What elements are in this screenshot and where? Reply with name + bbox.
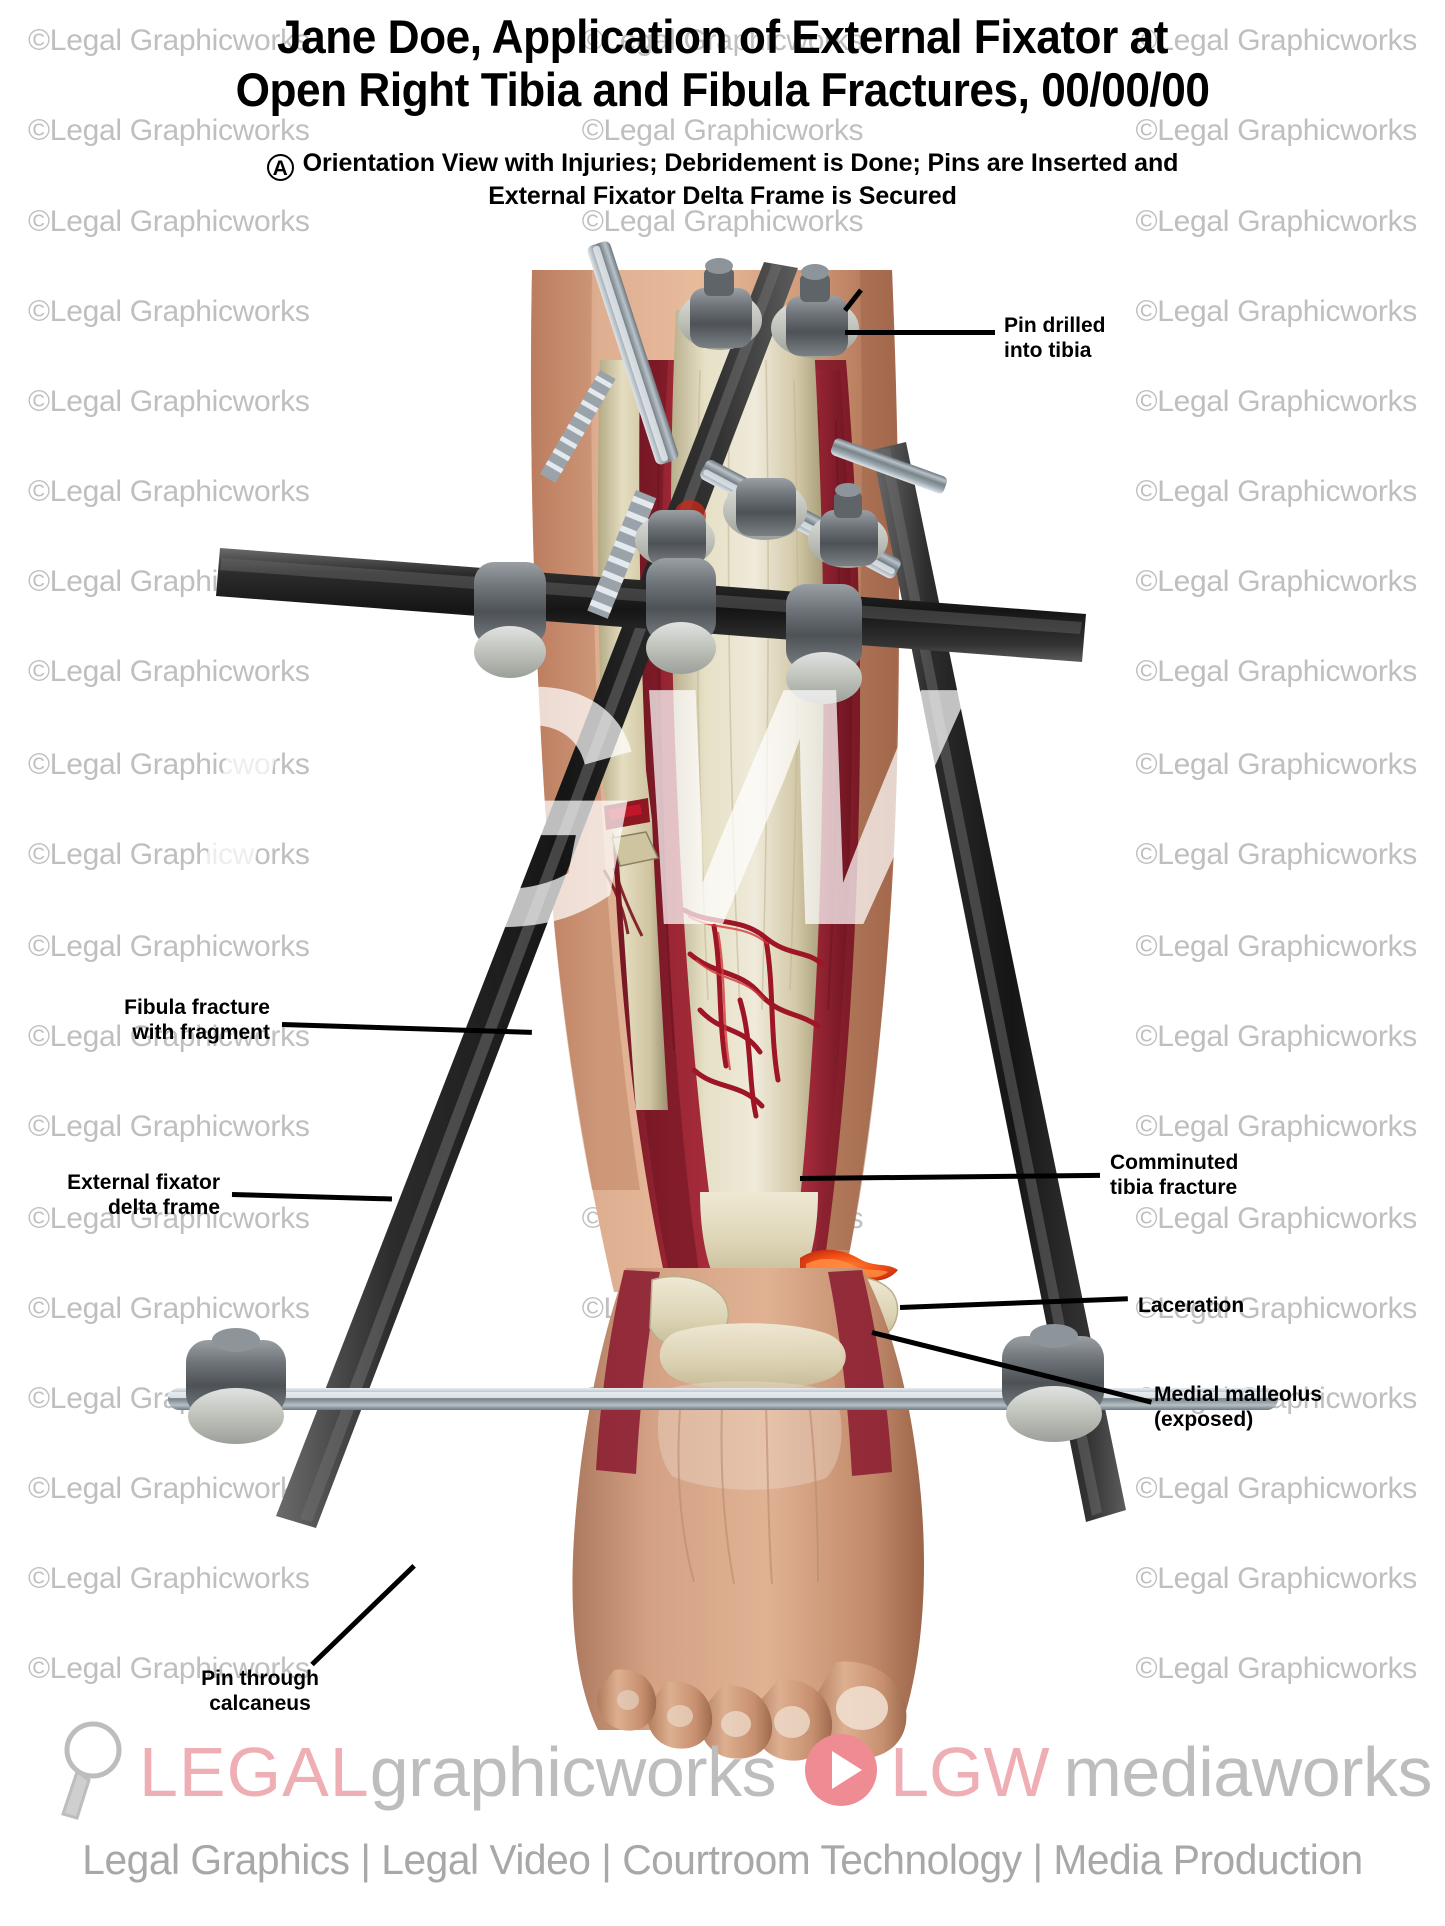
- magnifier-icon: [55, 1718, 133, 1827]
- clamp-bar-mid: [646, 558, 716, 674]
- callout-fibula-fracture: Fibula fracture with fragment: [124, 996, 270, 1044]
- clamp-bottom-left: [186, 1328, 286, 1444]
- threaded-pin-upper: [540, 370, 616, 483]
- title-line-1: Jane Doe, Application of External Fixato…: [277, 10, 1168, 63]
- clamp-upper-left: [678, 258, 762, 350]
- brand-logo-row: LEGAL graphicworks LGW mediaworks: [55, 1718, 1433, 1827]
- legal-wordmark: LEGAL: [139, 1733, 370, 1811]
- panel-letter-badge: A: [266, 154, 294, 181]
- clamp-mid-left: [635, 510, 715, 568]
- leader-pin-drilled-into-tibia: [845, 330, 995, 335]
- callout-laceration: Laceration: [1138, 1294, 1245, 1317]
- clamp-bar-left: [474, 562, 546, 678]
- callout-medial-malleolus: Medial malleolus (exposed): [1154, 1383, 1323, 1431]
- watermark-row: ©Legal Graphicworks ©Legal Graphicworks ©L…: [0, 114, 1445, 148]
- external-fixator-frame: [168, 241, 1278, 1528]
- lgw-wordmark: LGW: [890, 1733, 1050, 1811]
- watermark-text: ©Legal Graphicworks: [28, 114, 310, 147]
- callout-comminuted-tibia-fracture: Comminuted tibia fracture: [1110, 1151, 1239, 1199]
- clamp-upper-right: [771, 264, 859, 358]
- clamp-mid-right: [808, 483, 888, 568]
- panel-subtitle: A Orientation View with Injuries; Debride…: [0, 148, 1445, 211]
- anatomical-illustration: [0, 210, 1445, 1770]
- footer: LEGAL graphicworks LGW mediaworks Legal …: [0, 1718, 1445, 1926]
- mediaworks-wordmark: mediaworks: [1063, 1733, 1433, 1811]
- clamp-mid-center: [723, 478, 807, 540]
- graphicworks-wordmark: graphicworks: [369, 1733, 777, 1811]
- footer-tagline: Legal Graphics | Legal Video | Courtroom…: [82, 1836, 1363, 1883]
- watermark-text: ©Legal Graphicworks: [1135, 114, 1417, 147]
- subtitle-line-1-row: A Orientation View with Injuries; Debride…: [0, 148, 1445, 181]
- delta-rod-right: [872, 442, 1126, 1522]
- calcaneal-pin-bar: [168, 1388, 1278, 1410]
- callout-pin-drilled-into-tibia: Pin drilled into tibia: [1004, 314, 1106, 362]
- callout-pin-through-calcaneus: Pin through calcaneus: [201, 1667, 319, 1715]
- subtitle-line-2: External Fixator Delta Frame is Secured: [488, 182, 957, 210]
- clamp-bar-right: [786, 584, 862, 704]
- pin-right-upper: [830, 438, 948, 494]
- tibial-pin-upper: [587, 241, 679, 465]
- foot: [572, 1268, 924, 1761]
- toes: [597, 1661, 907, 1761]
- title-line-2: Open Right Tibia and Fibula Fractures, 0…: [235, 63, 1210, 116]
- threaded-pin-middle: [587, 490, 706, 619]
- subtitle-line-1: Orientation View with Injuries; Debridem…: [302, 149, 1179, 177]
- page-title: Jane Doe, Application of External Fixato…: [0, 10, 1445, 116]
- play-button-icon: [802, 1731, 880, 1814]
- callout-external-fixator-delta-frame: External fixator delta frame: [67, 1171, 220, 1219]
- watermark-text: ©Legal Graphicworks: [581, 114, 864, 147]
